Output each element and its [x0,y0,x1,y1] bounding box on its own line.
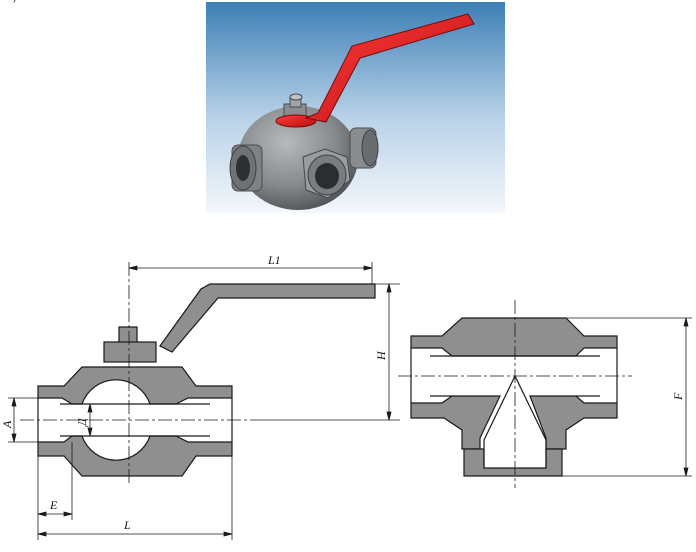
dimension-e [37,442,73,540]
lever [159,283,376,353]
left-port [229,144,263,192]
tee-bottom-branch [463,448,563,477]
dimension-a [8,397,38,443]
label-l1: L1 [267,253,281,267]
upper-body [37,366,233,405]
right-port [349,127,379,169]
label-f: F [671,392,685,401]
label-h: H [374,350,388,361]
valve-photo [206,2,505,213]
front-port [302,148,351,199]
tee-section-drawing [398,300,692,488]
side-section-drawing [8,262,400,540]
label-a: A [0,420,14,429]
dimension-l [37,456,233,540]
bonnet [103,341,157,363]
lower-body [37,435,233,477]
tee-lower-right [529,395,618,450]
dimension-h [250,283,400,421]
tee-lower-left [410,395,501,450]
dimension-l1 [128,262,373,284]
dimension-d [87,403,93,437]
label-d: Д [75,417,89,427]
red-handle [275,13,475,128]
label-e: E [49,498,58,512]
header-fragment: …) [2,0,17,3]
label-l: L [123,518,131,532]
tee-upper-half [410,317,618,357]
stem-nut [118,326,138,344]
dimension-f [562,317,692,477]
